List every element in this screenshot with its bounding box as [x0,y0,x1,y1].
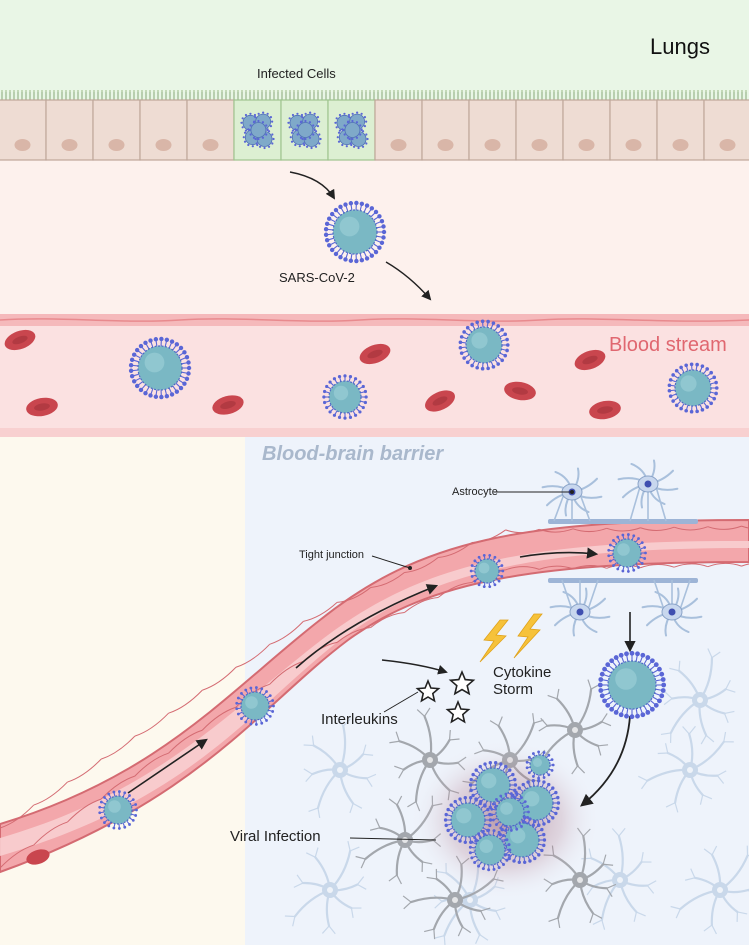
virus-particle [98,790,138,830]
neuron [284,841,367,935]
tight-junction-label: Tight junction [299,549,365,561]
virus-particle [323,200,387,264]
virus-particle [667,362,719,414]
infected-cells-label: Infected Cells [257,66,336,81]
infected-cell [334,111,369,150]
lightning-icon [513,613,543,659]
infected-cell [287,111,322,150]
virus-particle [469,554,505,588]
red-blood-cell [26,849,50,865]
arrow-vessel-2 [295,584,439,669]
astrocyte [617,459,679,522]
virus-particle [322,374,368,420]
virus-particle [235,686,275,726]
cilia [1,90,747,100]
virus-particle [458,319,510,371]
neuron [670,845,749,935]
interleukins-label: Interleukins [321,711,398,728]
endfeet-upper [548,519,698,524]
sars-cov-2-label: SARS-CoV-2 [279,270,355,285]
astrocyte-label: Astrocyte [452,486,498,498]
infected-cell [240,111,275,150]
storm-word: Storm [493,681,534,698]
viral-infection-pointer [349,837,437,841]
lungs-title: Lungs [650,34,710,59]
astrocyte [549,579,611,637]
arrow-to-cytokine [381,659,448,675]
sars-cov-2-particles [98,200,719,872]
blood-brain-barrier-title: Blood-brain barrier [262,443,444,465]
cytokine-word: Cytokine [493,664,552,681]
virus-particle [597,650,667,720]
arrow-vessel-1 [127,738,208,794]
endfeet-lower [548,578,698,583]
vessel-wall-lower [0,428,749,437]
neuron [638,725,734,813]
arrow-to-infection [580,715,631,807]
astrocyte [541,467,603,522]
vessel-lumen [0,540,749,856]
arrow-cell-to-virus [289,171,336,200]
virus-particle [490,792,530,832]
cream-region [0,437,245,945]
lungs-region [0,0,749,100]
blood-stream-label: Blood stream [609,334,727,356]
neuron [303,717,377,819]
virus-particle [128,336,192,400]
astrocytes [541,459,703,637]
interleukins-pointer [383,691,419,713]
arrow-vessel-3 [519,547,599,559]
interleukin-stars [415,669,476,724]
red-blood-cells [4,329,621,420]
viral-infection-label: Viral Infection [230,828,321,845]
virus-particle [525,750,555,780]
virus-particle [468,828,512,872]
lightning-icon [479,619,509,663]
neuron [660,648,736,745]
astrocyte [641,579,703,637]
virus-particle [607,533,647,573]
epithelial-cell-layer [0,99,749,161]
arrow-virus-to-blood [385,261,432,301]
neuron [532,679,612,775]
blood-stream-region [0,317,749,437]
tight-junction-pointer [371,555,411,569]
